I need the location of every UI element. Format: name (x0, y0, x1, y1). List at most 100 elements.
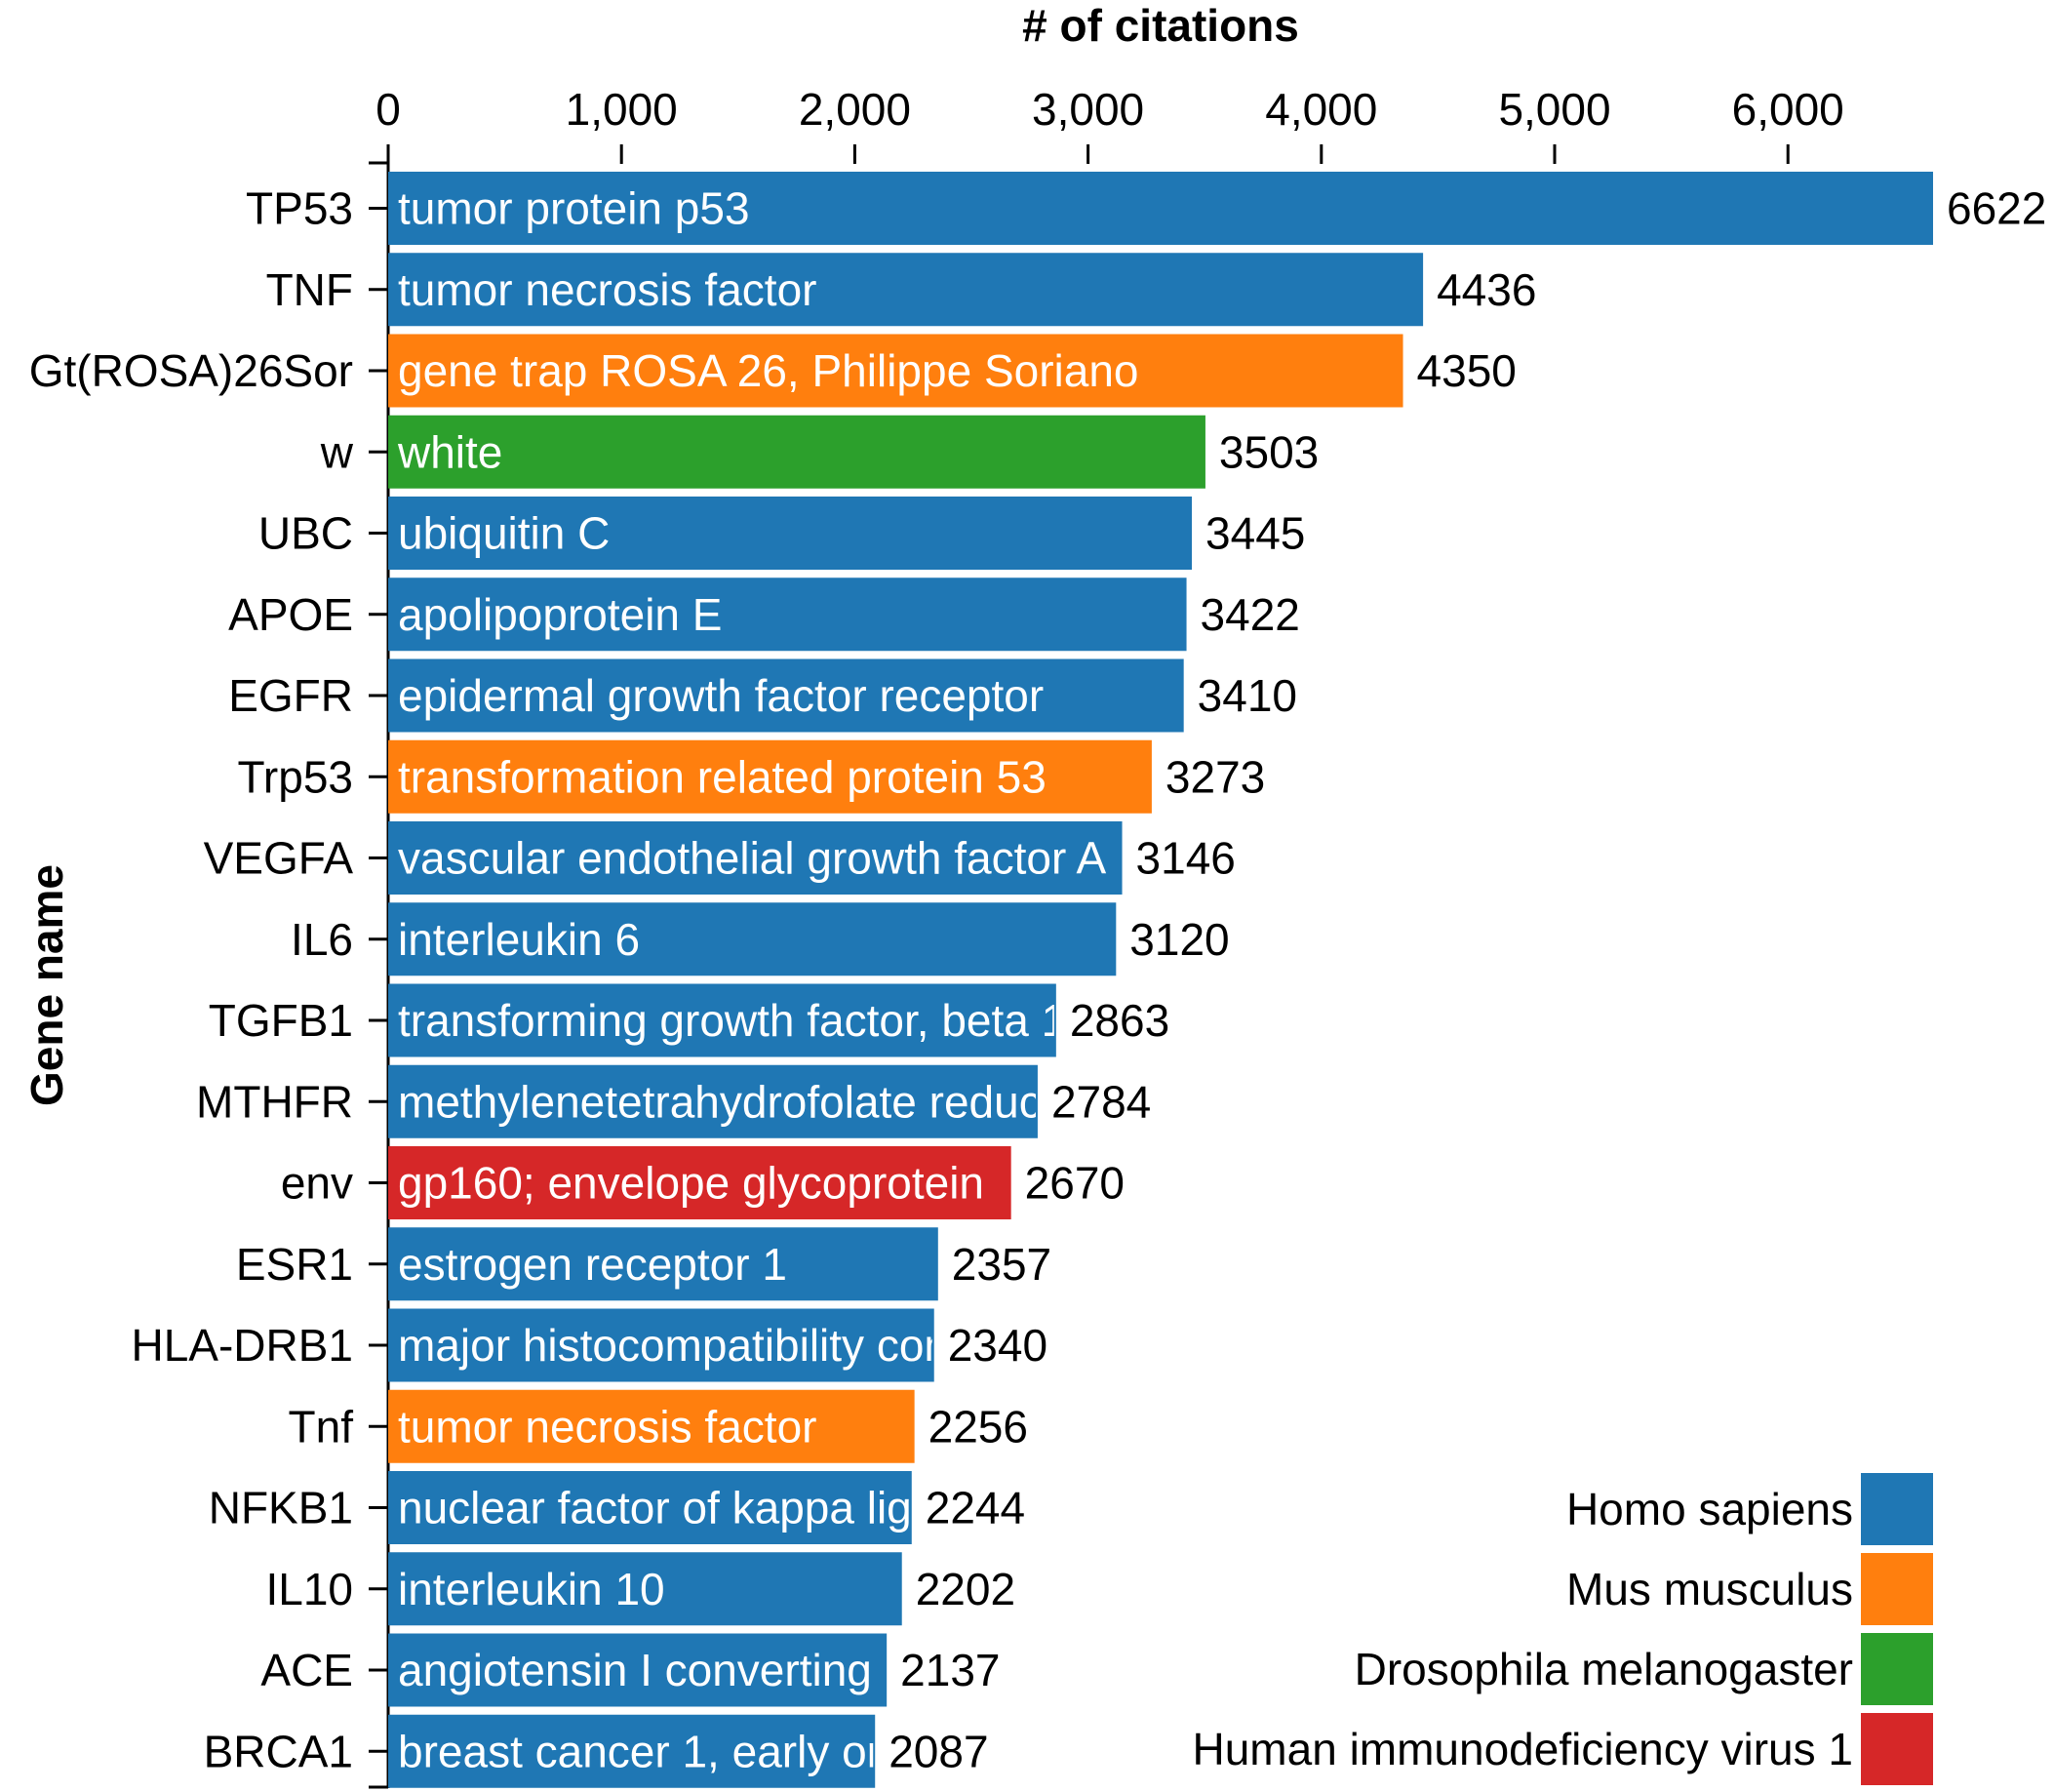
x-axis: 0 1,000 2,000 3,000 4,000 5,000 6,000 (375, 84, 1844, 164)
bar (388, 172, 1933, 245)
bar-value-label: 2244 (926, 1483, 1025, 1533)
bar (388, 1633, 888, 1707)
bar (388, 1227, 938, 1301)
legend-swatch (1861, 1553, 1933, 1625)
bar-value-label: 2202 (916, 1564, 1015, 1614)
bar (388, 1146, 1011, 1219)
legend-swatch (1861, 1713, 1933, 1785)
bar-value-label: 3410 (1198, 670, 1297, 721)
legend-label: Drosophila melanogaster (1355, 1644, 1853, 1694)
bar-description-label: angiotensin I converting enzyme (398, 1645, 1042, 1695)
bar (388, 334, 1403, 408)
gene-label: TP53 (246, 183, 353, 234)
bar (388, 739, 1152, 814)
bar (388, 1552, 902, 1626)
bar-description-label: vascular endothelial growth factor A (398, 833, 1107, 884)
gene-label: w (320, 426, 354, 477)
bar (388, 253, 1424, 327)
bar-value-label: 3422 (1201, 589, 1300, 640)
bar (388, 577, 1187, 652)
gene-label: env (281, 1158, 353, 1209)
bar-value-label: 2087 (889, 1726, 988, 1776)
bar (388, 497, 1193, 570)
gene-label: EGFR (228, 670, 353, 721)
x-tick-label: 5,000 (1498, 84, 1610, 135)
gene-label: ACE (260, 1645, 353, 1695)
gene-label: Gt(ROSA)26Sor (29, 345, 353, 396)
legend-swatch (1861, 1473, 1933, 1545)
x-tick-label: 6,000 (1732, 84, 1844, 135)
x-tick-label: 0 (375, 84, 401, 135)
bar (388, 658, 1184, 733)
bar-value-label: 3146 (1136, 833, 1236, 884)
x-axis-title: # of citations (1022, 0, 1299, 51)
bar (388, 902, 1117, 976)
bar-value-label: 4350 (1417, 345, 1517, 396)
gene-label: BRCA1 (204, 1726, 353, 1776)
bar-value-label: 6622 (1947, 183, 2046, 234)
legend-swatch (1861, 1633, 1933, 1705)
bar-value-label: 3273 (1165, 751, 1265, 802)
bar (388, 1064, 1038, 1138)
legend-label: Mus musculus (1566, 1564, 1853, 1614)
bar (388, 1471, 912, 1544)
gene-label: ESR1 (236, 1239, 353, 1290)
x-tick-label: 1,000 (566, 84, 678, 135)
gene-label: UBC (258, 508, 353, 559)
bar-value-label: 2256 (928, 1401, 1028, 1452)
bar-description-label: tumor necrosis factor (398, 1401, 816, 1452)
x-tick-label: 2,000 (799, 84, 911, 135)
bar (388, 415, 1205, 489)
bar-description-label: interleukin 10 (398, 1564, 665, 1614)
gene-label: APOE (228, 589, 353, 640)
bar-description-label: breast cancer 1, early onset (398, 1726, 952, 1776)
bar-value-label: 4436 (1437, 264, 1536, 315)
bar-value-label: 2357 (952, 1239, 1051, 1290)
bars-group: tumor protein p53 6622 tumor necrosis fact… (388, 172, 2046, 1788)
bar-value-label: 2670 (1025, 1158, 1125, 1209)
bar (388, 1389, 915, 1463)
x-tick-label: 4,000 (1265, 84, 1377, 135)
gene-label: MTHFR (196, 1076, 353, 1127)
bar-description-label: major histocompatibility complex (398, 1320, 1044, 1371)
bar (388, 821, 1123, 895)
bar-description-label: tumor protein p53 (398, 183, 750, 234)
bar-value-label: 3445 (1205, 508, 1305, 559)
gene-label: IL6 (291, 914, 353, 965)
gene-label: TGFB1 (209, 995, 353, 1046)
bar (388, 1308, 934, 1382)
bar (388, 983, 1056, 1057)
gene-label: Tnf (289, 1401, 354, 1452)
gene-label: NFKB1 (209, 1483, 353, 1533)
bar-description-label: interleukin 6 (398, 914, 640, 965)
gene-label: TNF (266, 264, 353, 315)
gene-label: VEGFA (204, 833, 354, 884)
bar-description-label: methylenetetrahydrofolate reductase (398, 1076, 1126, 1127)
bar-value-label: 3503 (1219, 426, 1319, 477)
bar-description-label: epidermal growth factor receptor (398, 670, 1044, 721)
y-axis-title: Gene name (21, 864, 72, 1106)
bar-description-label: gene trap ROSA 26, Philippe Soriano (398, 345, 1139, 396)
gene-label: Trp53 (238, 751, 353, 802)
bar-description-label: nuclear factor of kappa light (398, 1483, 949, 1533)
legend-label: Human immunodeficiency virus 1 (1193, 1724, 1854, 1774)
legend-label: Homo sapiens (1566, 1484, 1853, 1534)
bar-description-label: tumor necrosis factor (398, 264, 816, 315)
bar-description-label: ubiquitin C (398, 508, 610, 559)
bar-description-label: white (397, 426, 502, 477)
bar-value-label: 2340 (948, 1320, 1047, 1371)
bar-description-label: gp160; envelope glycoprotein (398, 1158, 984, 1209)
gene-label: IL10 (265, 1564, 353, 1614)
gene-label: HLA-DRB1 (131, 1320, 353, 1371)
bar-description-label: transforming growth factor, beta 1 (398, 995, 1066, 1046)
bar (388, 1714, 876, 1788)
bar-value-label: 2784 (1051, 1076, 1151, 1127)
bar-value-label: 2863 (1070, 995, 1169, 1046)
bar-description-label: apolipoprotein E (398, 589, 722, 640)
x-tick-label: 3,000 (1032, 84, 1144, 135)
bar-value-label: 2137 (900, 1645, 1000, 1695)
bar-description-label: transformation related protein 53 (398, 751, 1047, 802)
